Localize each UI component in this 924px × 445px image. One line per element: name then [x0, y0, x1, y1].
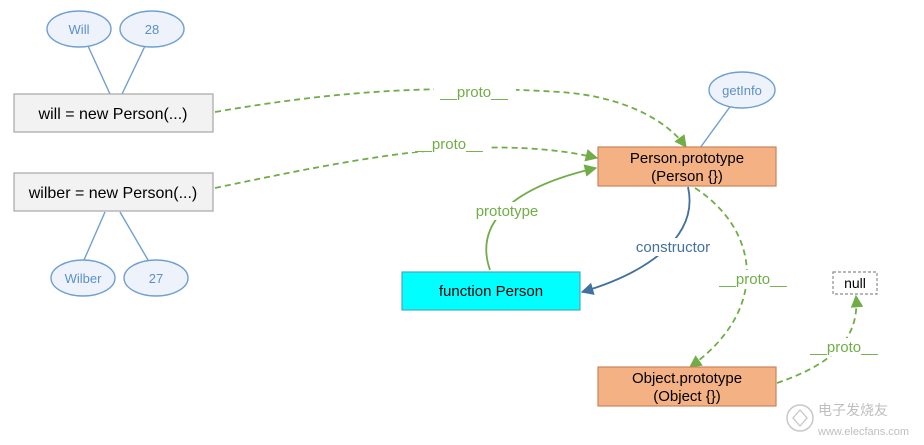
constructor-label: constructor [636, 239, 710, 256]
proto-edge-wilber [214, 146, 599, 189]
proto-label-wilber: __proto__ [414, 136, 483, 153]
watermark-logo-icon [786, 404, 814, 432]
person-prototype-line1: Person.prototype [630, 150, 744, 167]
wilber-instance-label: wilber = new Person(...) [28, 185, 198, 202]
wilber-name-bubble: Wilber [50, 259, 116, 297]
watermark-url: www.elecfans.com [817, 426, 909, 438]
prototype-label: prototype [476, 203, 539, 220]
person-prototype-line2: (Person {}) [651, 168, 723, 185]
wilber-age-bubble: 27 [123, 259, 189, 297]
object-prototype-line1: Object.prototype [632, 370, 742, 387]
will-name-text: Will [69, 22, 90, 37]
will-age-connector [121, 45, 146, 95]
wilber-age-text: 27 [149, 271, 163, 286]
wilber-name-connector [83, 211, 106, 261]
proto-label-will-bg [434, 82, 516, 100]
proto-label-object-bg [803, 338, 885, 356]
getinfo-text: getInfo [722, 83, 762, 98]
proto-label-will: __proto__ [439, 84, 508, 101]
watermark: 电子发烧友 www.elecfans.com [786, 402, 909, 438]
watermark-logo-mark [792, 409, 808, 427]
null-label: null [844, 275, 866, 291]
proto-label-person-prototype: __proto__ [718, 271, 787, 288]
constructor-label-bg [627, 238, 719, 256]
proto-edge-will [214, 88, 687, 149]
proto-label-person-bg [712, 270, 796, 288]
function-person-label: function Person [439, 283, 543, 300]
will-name-connector [87, 45, 111, 95]
will-age-text: 28 [145, 22, 159, 37]
getinfo-connector [699, 103, 733, 149]
null-box: null [832, 271, 878, 295]
will-instance-box: will = new Person(...) [13, 93, 214, 133]
proto-label-object-prototype: __proto__ [809, 339, 878, 356]
getinfo-bubble: getInfo [708, 71, 776, 109]
will-age-bubble: 28 [119, 10, 185, 48]
watermark-text: 电子发烧友 [818, 402, 888, 418]
wilber-name-text: Wilber [65, 271, 103, 286]
will-instance-label: will = new Person(...) [38, 106, 188, 123]
wilber-instance-box: wilber = new Person(...) [13, 172, 214, 212]
wilber-age-connector [119, 211, 149, 261]
object-prototype-box: Object.prototype (Object {}) [597, 366, 777, 407]
function-person-box: function Person [401, 271, 581, 311]
prototype-label-bg [466, 202, 548, 220]
proto-label-wilber-bg [408, 134, 490, 152]
person-prototype-box: Person.prototype (Person {}) [597, 146, 777, 187]
will-name-bubble: Will [46, 10, 112, 48]
object-prototype-line2: (Object {}) [653, 388, 721, 405]
